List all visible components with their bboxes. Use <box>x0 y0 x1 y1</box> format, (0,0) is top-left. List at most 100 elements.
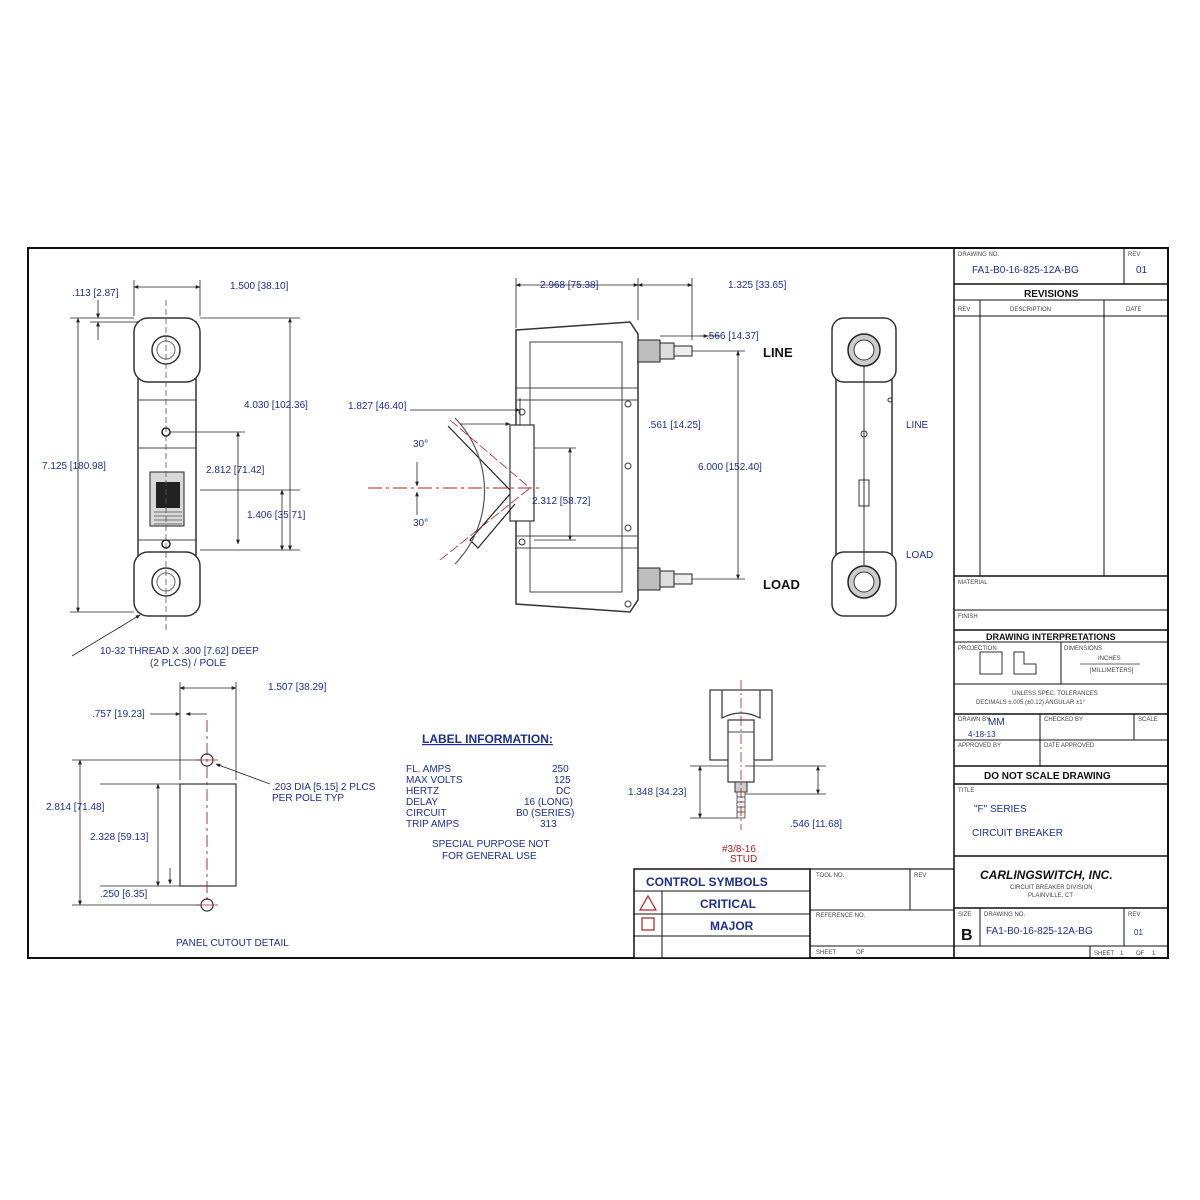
date-approved-label: DATE APPROVED <box>1044 743 1095 749</box>
cutout-rect <box>179 783 237 887</box>
side-view: 2.968 [75.38] 1.325 [33.65] .566 [14.37]… <box>348 278 800 613</box>
label-row-key: DELAY <box>406 797 438 808</box>
label-row-value: 16 (LONG) <box>524 797 573 808</box>
panel-cutout-caption: PANEL CUTOUT DETAIL <box>176 938 289 949</box>
drawing-no: FA1-B0-16-825-12A-BG <box>972 265 1079 276</box>
label-row-value: DC <box>556 786 570 797</box>
label-row-key: TRIP AMPS <box>406 819 459 830</box>
label-note-1: SPECIAL PURPOSE NOT <box>432 839 549 850</box>
label-row-key: FL. AMPS <box>406 764 451 775</box>
dim-2812: 2.812 [71.42] <box>206 465 265 476</box>
rev3-value: 01 <box>1134 928 1143 937</box>
mount-hole-bottom <box>151 567 181 597</box>
title-label: TITLE <box>958 788 974 794</box>
sheet-total: 1 <box>1152 951 1156 957</box>
rev3-label: REV <box>1128 912 1140 918</box>
hole-note-1: .203 DIA [5.15] 2 PLCS <box>272 782 376 793</box>
label-note-2: FOR GENERAL USE <box>442 851 537 862</box>
size-value: B <box>961 927 973 944</box>
dim-2328: 2.328 [59.13] <box>90 832 149 843</box>
projection-label: PROJECTION <box>958 646 997 652</box>
dim-7125: 7.125 [180.98] <box>42 461 106 472</box>
tolerance-2: DECIMALS ±.005 (±0.12) ANGULAR ±1° <box>976 700 1086 706</box>
label-row-key: MAX VOLTS <box>406 775 463 786</box>
dim-566: .566 [14.37] <box>706 331 759 342</box>
dim-561: .561 [14.25] <box>648 420 701 431</box>
end-view: LINE LOAD <box>831 317 933 617</box>
label-information: LABEL INFORMATION: FL. AMPS 250 MAX VOLT… <box>406 732 574 862</box>
label-row-key: CIRCUIT <box>406 808 447 819</box>
line-label-side: LINE <box>906 420 929 431</box>
line-label-front: LINE <box>763 345 793 360</box>
dim-1348: 1.348 [34.23] <box>628 787 687 798</box>
revisions-col-rev: REV <box>958 307 970 313</box>
dim-1325: 1.325 [33.65] <box>728 280 787 291</box>
front-view: .113 [2.87] 1.500 [38.10] 7.125 [180.98]… <box>42 280 308 669</box>
of-label-right: OF <box>1136 951 1145 957</box>
reference-no-label: REFERENCE NO. <box>816 913 866 919</box>
load-label-side: LOAD <box>906 550 933 561</box>
of-label-left: OF <box>856 950 865 956</box>
dim-546: .546 [11.68] <box>790 819 842 830</box>
panel-cutout-detail: 1.507 [38.29] .757 [19.23] .203 DIA [5.1… <box>46 682 376 949</box>
rev-value: 01 <box>1136 265 1148 276</box>
thread-note-1: 10-32 THREAD X .300 [7.62] DEEP <box>100 646 259 657</box>
sheet-label-left: SHEET <box>816 950 836 956</box>
drawing-no-label: DRAWING NO. <box>958 252 999 258</box>
label-row-value: 125 <box>554 775 571 786</box>
control-symbols-title: CONTROL SYMBOLS <box>646 875 768 889</box>
sheet-label-right: SHEET <box>1094 951 1114 957</box>
title-line-1: "F" SERIES <box>974 804 1027 815</box>
rev2-label: REV <box>914 873 926 879</box>
thread-note-2: (2 PLCS) / POLE <box>150 658 226 669</box>
dim-1500: 1.500 [38.10] <box>230 281 289 292</box>
label-row-value: B0 (SERIES) <box>516 808 574 819</box>
dim-2814: 2.814 [71.48] <box>46 802 105 813</box>
dimensions-label: DIMENSIONS <box>1064 646 1102 652</box>
dim-1507: 1.507 [38.29] <box>268 682 327 693</box>
major-label: MAJOR <box>710 919 754 933</box>
label-info-heading: LABEL INFORMATION: <box>422 732 553 746</box>
stud-detail: 1.348 [34.23] .546 [11.68] #3/8-16 STUD <box>628 680 842 865</box>
revisions-title: REVISIONS <box>1024 289 1079 300</box>
revisions-col-desc: DESCRIPTION <box>1010 307 1051 313</box>
approved-by-label: APPROVED BY <box>958 743 1001 749</box>
drawn-by: MM <box>988 717 1005 728</box>
checked-by-label: CHECKED BY <box>1044 717 1083 723</box>
side-frame <box>515 321 639 613</box>
revisions-col-date: DATE <box>1126 307 1142 313</box>
sheet-number: 1 <box>1120 951 1124 957</box>
size-label: SIZE <box>958 912 971 918</box>
dim-113: .113 [2.87] <box>72 288 119 299</box>
hole-note-2: PER POLE TYP <box>272 793 344 804</box>
dim-1827: 1.827 [46.40] <box>348 401 407 412</box>
drawn-date: 4-18-13 <box>968 730 996 739</box>
angle-30-bottom: 30° <box>413 518 428 529</box>
drawn-by-label: DRAWN BY <box>958 717 990 723</box>
dim-2968: 2.968 [75.38] <box>540 280 599 291</box>
tool-no-label: TOOL NO. <box>816 873 845 879</box>
label-row-key: HERTZ <box>406 786 439 797</box>
label-row-value: 250 <box>552 764 569 775</box>
interpretations-title: DRAWING INTERPRETATIONS <box>986 632 1116 642</box>
triangle-icon <box>638 894 658 911</box>
dim-2312: 2.312 [58.72] <box>532 496 591 507</box>
stud-label-2: STUD <box>730 854 757 865</box>
tolerance-1: UNLESS SPEC. TOLERANCES <box>1012 691 1098 697</box>
dim-757: .757 [19.23] <box>92 709 145 720</box>
dim-250: .250 [6.35] <box>100 889 147 900</box>
stud-label-1: #3/8-16 <box>722 844 756 855</box>
rev-label: REV <box>1128 252 1140 258</box>
angle-30-top: 30° <box>413 439 428 450</box>
dim-6000: 6.000 [152.40] <box>698 462 762 473</box>
label-row-value: 313 <box>540 819 557 830</box>
dim-unit-top: INCHES <box>1098 656 1121 662</box>
control-symbols-box: CONTROL SYMBOLS CRITICAL MAJOR <box>633 868 811 959</box>
dim-1406: 1.406 [35.71] <box>247 510 306 521</box>
company-sub-2: PLAINVILLE, CT <box>1028 893 1073 899</box>
title-block <box>953 247 1169 959</box>
critical-label: CRITICAL <box>700 897 756 911</box>
drawing-no-label-2: DRAWING NO. <box>984 912 1025 918</box>
dim-unit-bottom: [MILLIMETERS] <box>1090 668 1134 674</box>
